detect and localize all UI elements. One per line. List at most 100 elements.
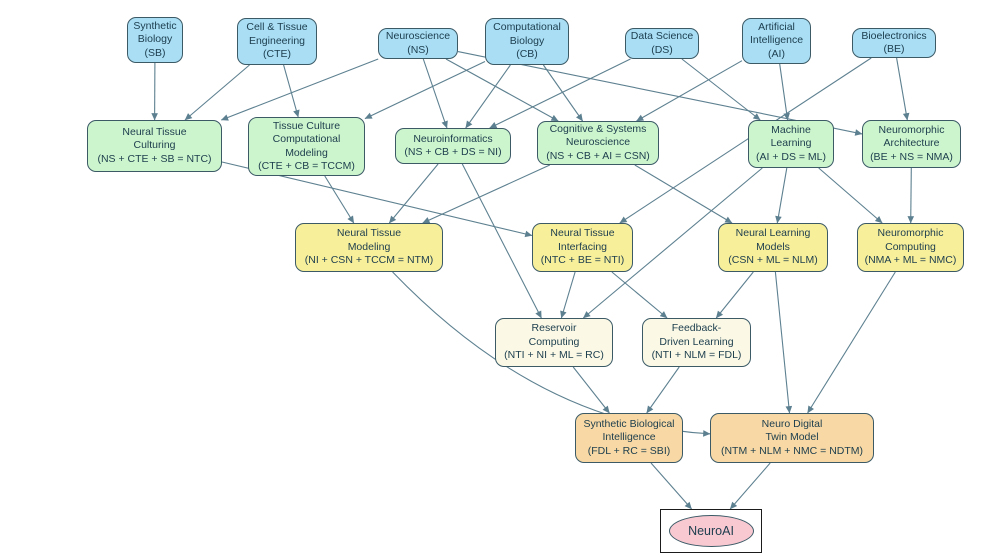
edge-ML-NMC [818,167,883,224]
node-NTC-label: (NS + CTE + SB = NTC) [97,152,212,165]
node-BE[interactable]: Bioelectronics(BE) [852,28,936,58]
node-CTE-label: (CTE) [263,48,291,61]
node-RC-label: Reservoir [531,322,577,335]
node-BE-label: Bioelectronics [861,29,927,42]
node-ML-label: (AI + DS = ML) [755,150,827,163]
edge-NMA-NMC [907,167,915,224]
node-ML-label: Learning [770,137,812,150]
node-NI[interactable]: Neuroinformatics(NS + CB + DS = NI) [395,128,511,164]
node-NTI-label: Interfacing [557,240,608,253]
edge-BE-NTI [619,57,872,224]
edge-NLM-NDTM [774,271,793,414]
node-NS-label: Neuroscience [385,30,451,43]
node-SBI-label: (FDL + RC = SBI) [587,444,671,457]
node-NLM-label: Neural Learning [735,227,811,240]
edge-CSN-NTM [422,164,551,224]
edge-NMC-NDTM [807,271,896,414]
edge-ML-NLM [775,167,788,224]
node-NMA-label: Architecture [883,137,940,150]
edge-ML-RC [582,167,763,319]
edge-FDL-SBI [646,366,680,414]
node-SBI-label: Synthetic Biological [583,417,675,430]
edge-SBI-NeuroAI [650,462,693,510]
node-NTC-label: Neural Tissue [122,125,187,138]
edge-BE-NMA [896,57,910,121]
node-RC-label: (NTI + NI + ML = RC) [504,349,604,362]
node-CB-label: Computational [493,21,561,34]
node-SB-label: Biology [137,33,173,46]
node-NTC-label: Culturing [133,139,176,152]
node-NDTM-label: Neuro Digital [761,417,823,430]
node-AI-label: Artificial [758,20,795,33]
edge-CSN-NLM [634,164,733,224]
edge-RC-SBI [572,366,610,414]
node-NMA-label: (BE + NS = NMA) [870,150,953,163]
node-NLM-label: (CSN + ML = NLM) [728,254,818,267]
node-AI-label: (AI) [768,47,785,60]
node-NMC-label: Computing [885,240,936,253]
node-ML-label: Machine [771,123,811,136]
edge-NI-NTM [388,163,439,224]
node-CSN-label: (NS + CB + AI = CSN) [546,149,650,162]
node-NLM-label: Models [756,240,790,253]
node-CTE-label: Cell & Tissue [246,21,308,34]
node-NTI-label: (NTC + BE = NTI) [540,254,625,267]
node-NTM-label: (NI + CSN + TCCM = NTM) [304,254,434,267]
node-NeuroAI-label: NeuroAI [688,523,734,538]
edge-NS-NI [422,58,448,129]
edge-CB-CSN [542,64,584,122]
node-CSN-label: Cognitive & Systems [549,122,647,135]
node-NeuroAI[interactable]: NeuroAI [668,514,754,548]
edge-NS-CSN [445,58,559,122]
node-NeuroAI-frame[interactable]: NeuroAI [660,509,762,553]
node-NMA-label: Neuromorphic [878,123,945,136]
edge-DS-NI [489,58,631,129]
node-DS-label: (DS) [651,43,673,56]
edge-CTE-NTC [184,64,250,121]
node-FDL-label: (NTI + NLM = FDL) [651,349,742,362]
node-TCCM-label: Tissue Culture [272,119,341,132]
node-TCCM-label: Modeling [285,146,328,159]
node-CB-label: Biology [509,34,545,47]
node-SBI-label: Intelligence [602,431,656,444]
node-CTE-label: Engineering [248,34,306,47]
node-BE-label: (BE) [883,43,905,55]
node-NDTM-label: Twin Model [765,431,819,444]
node-NDTM-label: (NTM + NLM + NMC = NDTM) [720,444,864,457]
node-FDL-label: Feedback- [671,322,722,335]
node-FDL[interactable]: Feedback-Driven Learning(NTI + NLM = FDL… [642,318,751,367]
edge-NTI-FDL [611,271,668,319]
node-NTM-label: Neural Tissue [336,227,402,240]
edge-CTE-TCCM [283,64,300,118]
edge-AI-ML [779,63,790,121]
node-DS[interactable]: Data Science(DS) [625,28,699,59]
node-NI-label: Neuroinformatics [413,132,493,145]
node-NS[interactable]: Neuroscience(NS) [378,28,458,59]
node-CSN-label: Neuroscience [565,136,631,149]
edge-NLM-FDL [715,271,754,319]
node-NMC-label: (NMA + ML = NMC) [864,254,957,267]
node-RC-label: Computing [528,335,580,348]
edge-NDTM-NeuroAI [729,462,771,510]
node-NMC-label: Neuromorphic [877,227,944,240]
edge-CB-NI [465,64,511,129]
node-NTM-label: Modeling [347,240,391,253]
